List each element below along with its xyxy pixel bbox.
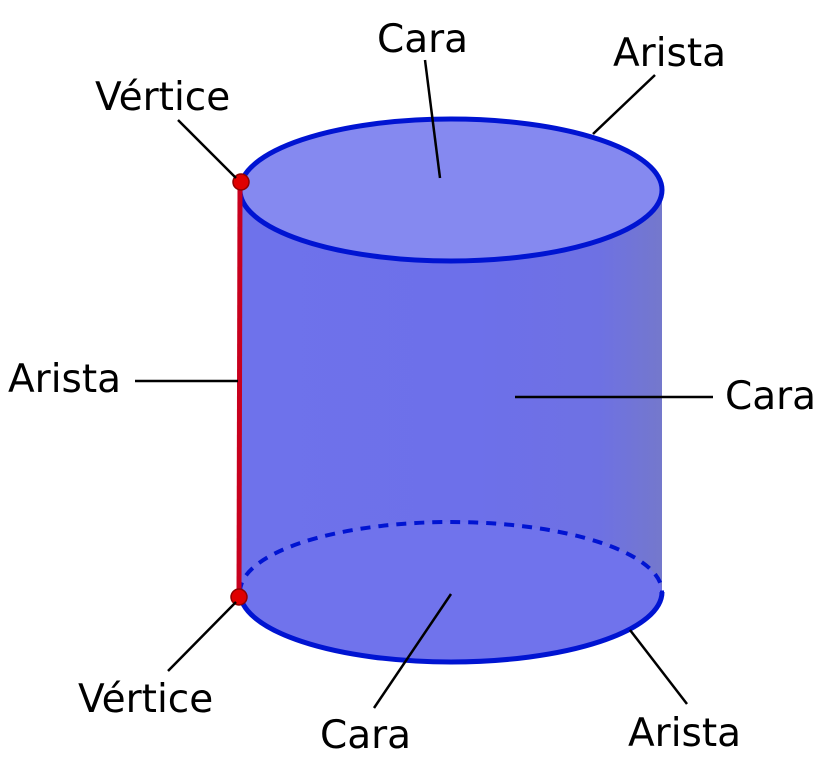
leader-bottom-edge [629, 629, 688, 705]
label-bottom-vertex: Vértice [78, 677, 214, 722]
top-back-edge [237, 116, 665, 191]
label-side-face: Cara [725, 374, 817, 419]
top-face [240, 119, 662, 261]
leader-top-face [423, 59, 442, 179]
label-top-edge: Arista [613, 31, 727, 76]
label-bottom-edge: Arista [628, 711, 742, 756]
label-bottom-face: Cara [320, 713, 412, 758]
top-edge [237, 189, 665, 264]
bottom-face [240, 522, 662, 662]
side-edge [236, 182, 243, 598]
bottom-edge [237, 591, 665, 665]
leader-bottom-vertex [167, 601, 237, 672]
bottom-hidden-edge [238, 520, 664, 593]
label-top-vertex: Vértice [95, 75, 231, 120]
leader-top-edge [592, 74, 656, 135]
bottom-vertex [230, 588, 248, 606]
leader-bottom-face [372, 593, 453, 709]
top-vertex [232, 173, 250, 191]
label-top-face: Cara [377, 17, 469, 62]
label-side-edge: Arista [8, 357, 122, 402]
leader-top-vertex [177, 119, 237, 179]
